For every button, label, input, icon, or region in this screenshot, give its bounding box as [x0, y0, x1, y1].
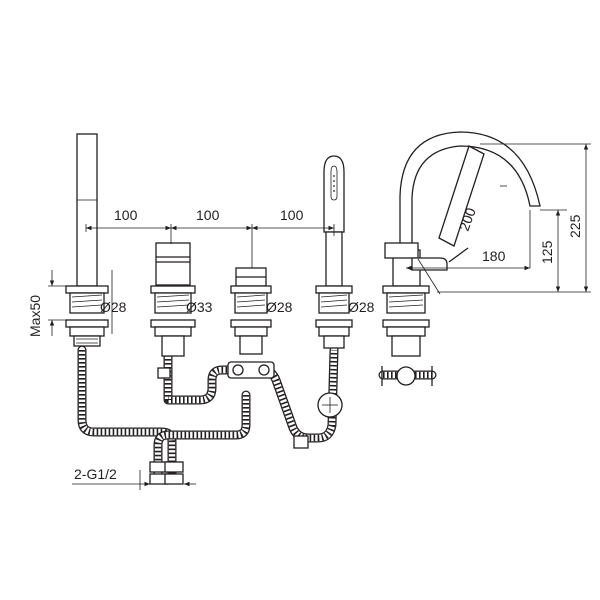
fittings: [149, 435, 309, 485]
mixer-valve: [150, 242, 196, 379]
handshower-holder: [65, 133, 109, 347]
dimension-lines: [48, 143, 591, 490]
handshower: [315, 155, 353, 418]
label-max-deck: Max50: [27, 295, 43, 337]
label-spout-height: 125: [539, 240, 555, 264]
label-total-height: 225: [567, 214, 583, 238]
label-hole-2: Ø33: [186, 299, 213, 315]
diverter-valve: [227, 267, 275, 379]
label-spacing-3: 100: [280, 207, 304, 223]
label-spacing-2: 100: [196, 207, 220, 223]
label-hole-4: Ø28: [348, 299, 375, 315]
dimension-labels: 100 100 100 Max50 Ø28 Ø33 Ø28 Ø28 2-G1/2…: [27, 205, 583, 482]
hose-diverter-left: [153, 390, 251, 483]
hose-valve-to-diverter: [163, 350, 241, 405]
label-spout-length: 200: [456, 205, 479, 233]
label-spout-reach: 180: [482, 248, 506, 264]
shower-head-icon: [323, 155, 345, 233]
label-hole-1: Ø28: [100, 299, 127, 315]
label-connection: 2-G1/2: [74, 466, 117, 482]
label-hole-3: Ø28: [266, 299, 293, 315]
label-spacing-1: 100: [114, 207, 138, 223]
bath-spout: [381, 131, 541, 386]
